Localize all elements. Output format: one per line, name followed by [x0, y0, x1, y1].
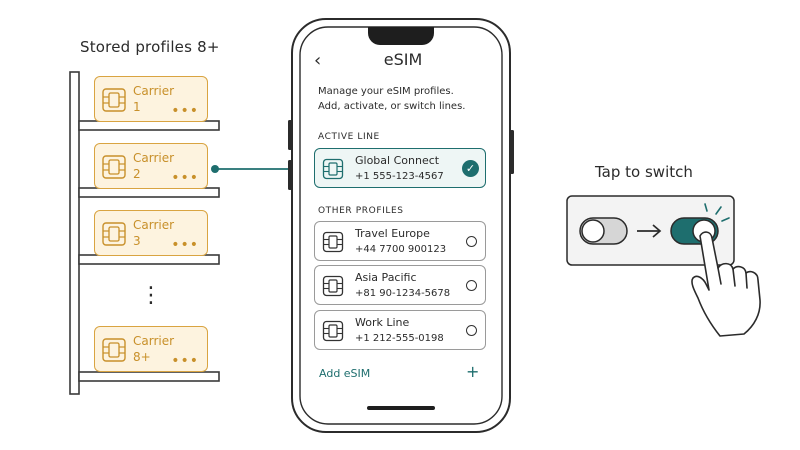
profile-row-asia-pacific[interactable]: Asia Pacific +81 90-1234-5678	[314, 265, 486, 305]
carrier-card-8[interactable]: Carrier 8+ •••	[94, 326, 208, 372]
profile-number: +1 555-123-4567	[355, 171, 444, 182]
home-indicator	[367, 406, 435, 410]
carrier-label: Carrier 2	[133, 151, 175, 181]
check-circle-icon: ✓	[462, 160, 479, 177]
sim-chip-icon	[322, 231, 344, 253]
hand-tap-icon	[691, 231, 761, 337]
add-esim-link[interactable]: Add eSIM	[319, 367, 371, 380]
radio-button[interactable]	[466, 325, 477, 336]
carrier-card-3[interactable]: Carrier 3 •••	[94, 210, 208, 256]
profile-name: Travel Europe	[355, 227, 430, 240]
carrier-label: Carrier 3	[133, 218, 175, 248]
more-dots-icon[interactable]: •••	[171, 353, 199, 369]
profile-row-work-line[interactable]: Work Line +1 212-555-0198	[314, 310, 486, 350]
sim-chip-icon	[102, 155, 126, 179]
sim-chip-icon	[322, 320, 344, 342]
sim-chip-icon	[102, 88, 126, 112]
profile-number: +81 90-1234-5678	[355, 288, 451, 299]
more-dots-icon[interactable]: •••	[171, 237, 199, 253]
sim-chip-icon	[102, 222, 126, 246]
radio-button[interactable]	[466, 280, 477, 291]
tap-to-switch-title: Tap to switch	[595, 163, 693, 181]
shelf-1	[78, 120, 220, 131]
sim-chip-icon	[322, 275, 344, 297]
profile-row-travel-europe[interactable]: Travel Europe +44 7700 900123	[314, 221, 486, 261]
arrow-right-icon	[637, 224, 662, 238]
toggle-off-icon	[579, 217, 628, 245]
screen-title: eSIM	[383, 50, 423, 69]
carrier-label: Carrier 1	[133, 84, 175, 114]
profile-name: Global Connect	[355, 154, 440, 167]
carrier-card-2[interactable]: Carrier 2 •••	[94, 143, 208, 189]
intro-text: Manage your eSIM profiles. Add, activate…	[318, 86, 466, 112]
plus-icon[interactable]: +	[466, 362, 480, 381]
carrier-card-1[interactable]: Carrier 1 •••	[94, 76, 208, 122]
more-dots-icon[interactable]: •••	[171, 170, 199, 186]
active-profile-row[interactable]: Global Connect +1 555-123-4567 ✓	[314, 148, 486, 188]
phone-notch	[368, 27, 434, 45]
sim-chip-icon	[322, 158, 344, 180]
profile-name: Asia Pacific	[355, 271, 417, 284]
shelf-3	[78, 254, 220, 265]
switch-illustration	[566, 195, 761, 337]
back-chevron-icon[interactable]: ‹	[314, 50, 322, 71]
vertical-ellipsis: ⋮	[140, 283, 162, 308]
profile-name: Work Line	[355, 316, 410, 329]
shelf-2	[78, 187, 220, 198]
profile-number: +44 7700 900123	[355, 244, 447, 255]
active-line-label: ACTIVE LINE	[318, 132, 380, 142]
other-profiles-label: OTHER PROFILES	[318, 206, 404, 216]
rack-post	[69, 71, 80, 395]
carrier-label: Carrier 8+	[133, 334, 175, 364]
profile-number: +1 212-555-0198	[355, 333, 444, 344]
tap-burst	[704, 203, 730, 222]
stored-profiles-title: Stored profiles 8+	[80, 38, 220, 56]
radio-button[interactable]	[466, 236, 477, 247]
more-dots-icon[interactable]: •••	[171, 103, 199, 119]
shelf-4	[78, 371, 220, 382]
sim-chip-icon	[102, 338, 126, 362]
